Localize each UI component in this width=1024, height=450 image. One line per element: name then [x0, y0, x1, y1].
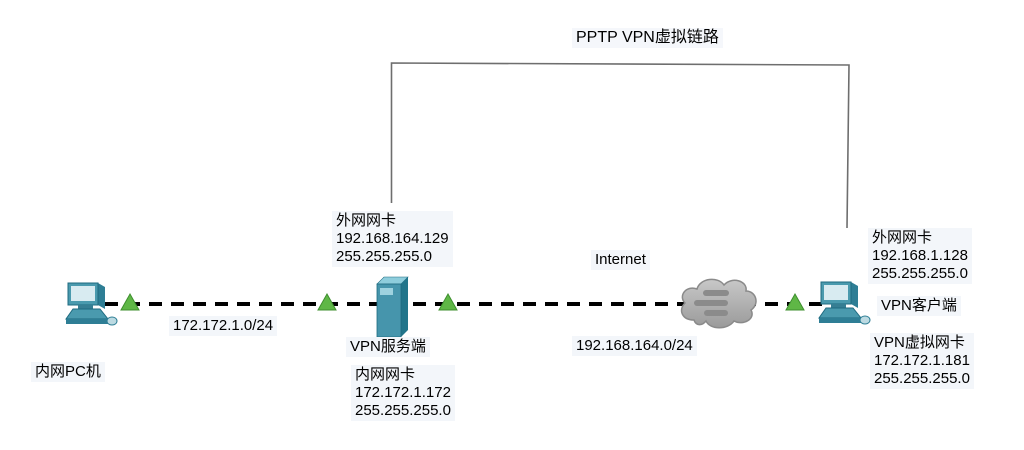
pptp-bracket-line [390, 62, 850, 229]
client-wan-nic-label: 外网网卡 192.168.1.128 255.255.255.0 [868, 228, 972, 284]
mouse-icon [106, 316, 118, 326]
server-lan-nic-label: 内网网卡 172.172.1.172 255.255.255.0 [351, 365, 455, 421]
lan-subnet-label: 172.172.1.0/24 [169, 316, 278, 336]
server-wan-nic-label: 外网网卡 192.168.164.129 255.255.255.0 [332, 211, 453, 267]
vpn-client-pc-icon [818, 281, 871, 325]
internet-label: Internet [591, 250, 650, 270]
link-status-triangle-icon [785, 292, 805, 311]
intranet-pc-icon [65, 282, 118, 326]
link-status-triangle-icon [317, 292, 337, 311]
link-status-triangle-icon [438, 292, 458, 311]
link-status-triangle-icon [120, 292, 140, 311]
mouse-icon [859, 315, 871, 325]
internet-cloud-icon [680, 278, 757, 329]
vpn-server-icon [376, 276, 409, 338]
intranet-pc-name-label: 内网PC机 [31, 362, 105, 382]
server-name-label: VPN服务端 [346, 337, 430, 357]
wan-subnet-label: 192.168.164.0/24 [572, 336, 697, 356]
client-name-label: VPN客户端 [877, 296, 961, 316]
client-vpn-nic-label: VPN虚拟网卡 172.172.1.181 255.255.255.0 [870, 333, 974, 389]
pptp-link-label: PPTP VPN虚拟链路 [572, 28, 723, 48]
